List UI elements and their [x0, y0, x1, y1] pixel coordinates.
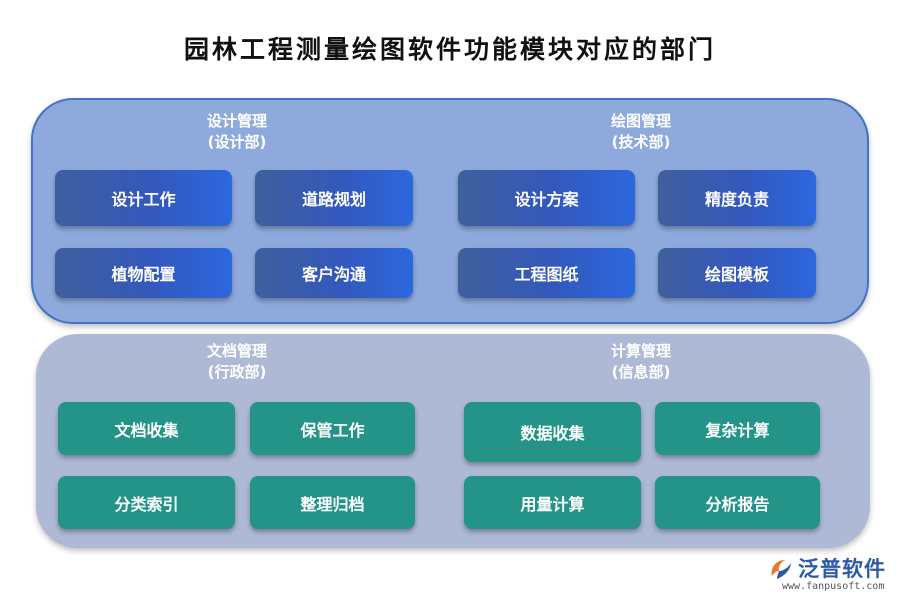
group-department: (设计部): [207, 133, 267, 151]
group-label-document: 文档管理 (行政部): [157, 341, 317, 383]
module-box: 用量计算: [464, 476, 641, 529]
module-box: 精度负责: [658, 170, 816, 226]
module-box: 分析报告: [655, 476, 820, 529]
group-department: (信息部): [611, 363, 671, 381]
group-name: 计算管理: [610, 342, 671, 360]
group-label-design: 设计管理 (设计部): [157, 111, 317, 153]
module-box: 客户沟通: [255, 248, 413, 298]
group-name: 绘图管理: [610, 112, 671, 130]
module-box: 保管工作: [250, 402, 415, 455]
group-department: (技术部): [611, 133, 671, 151]
group-name: 设计管理: [206, 112, 267, 130]
group-department: (行政部): [207, 363, 267, 381]
logo-name: 泛普软件: [798, 557, 886, 581]
module-box: 工程图纸: [458, 248, 635, 298]
fanpu-logo-icon: [771, 560, 791, 579]
module-box: 绘图模板: [658, 248, 816, 298]
module-box: 数据收集: [464, 402, 641, 462]
module-box: 文档收集: [58, 402, 235, 455]
module-box: 设计工作: [55, 170, 232, 226]
group-label-calculation: 计算管理 (信息部): [561, 341, 721, 383]
logo-url: www.fanpusoft.com: [782, 581, 885, 592]
group-name: 文档管理: [206, 342, 267, 360]
module-box: 植物配置: [55, 248, 232, 298]
module-box: 分类索引: [58, 476, 235, 529]
diagram-title: 园林工程测量绘图软件功能模块对应的部门: [183, 35, 716, 64]
module-box: 道路规划: [255, 170, 413, 226]
module-box: 设计方案: [458, 170, 635, 226]
group-label-drawing: 绘图管理 (技术部): [561, 111, 721, 153]
module-box: 复杂计算: [655, 402, 820, 455]
module-box: 整理归档: [250, 476, 415, 529]
brand-logo: 泛普软件 www.fanpusoft.com: [768, 553, 893, 595]
